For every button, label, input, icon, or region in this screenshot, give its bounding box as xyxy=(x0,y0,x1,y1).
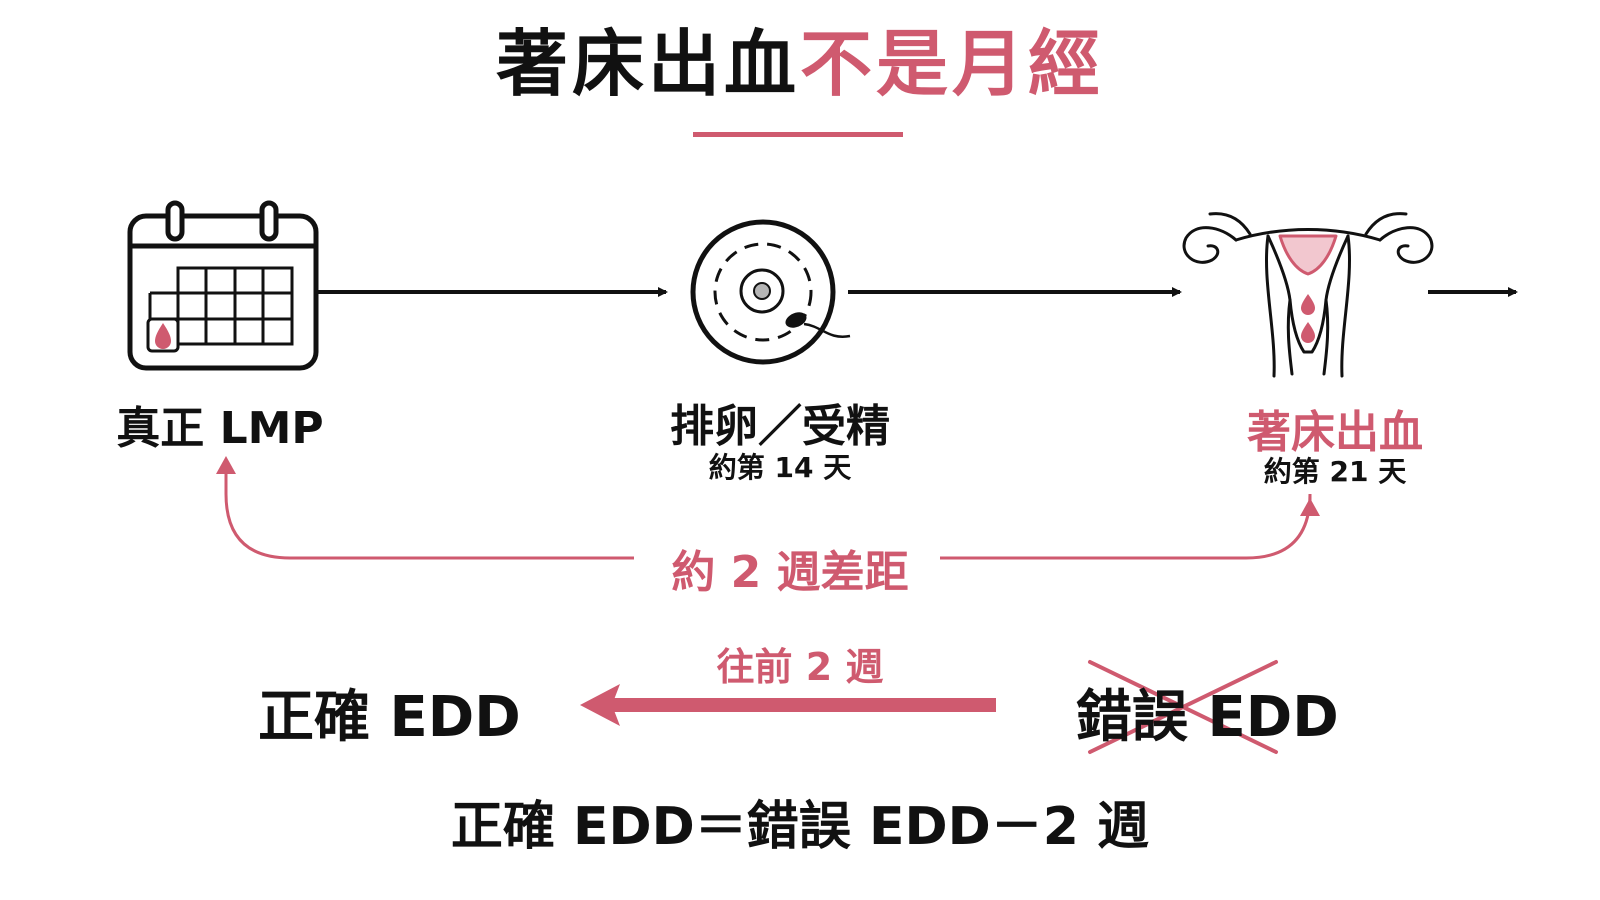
shift-label: 往前 2 週 xyxy=(716,645,884,689)
page-title: 著床出血不是月經 xyxy=(0,28,1600,100)
sublabel-ovulation-day: 約第 14 天 xyxy=(708,451,852,484)
label-true-lmp: 真正 LMP xyxy=(116,403,324,454)
label-implantation: 著床出血 xyxy=(1247,407,1423,458)
label-ovulation: 排卵／受精 xyxy=(670,401,890,452)
gap-label: 約 2 週差距 xyxy=(640,536,940,600)
shift-arrowhead xyxy=(580,684,620,726)
wrong-edd-label: 錯誤 EDD xyxy=(1076,685,1339,750)
sublabel-implantation-day: 約第 21 天 xyxy=(1263,455,1407,488)
title-accent: 不是月經 xyxy=(800,22,1105,106)
correct-edd-label: 正確 EDD xyxy=(258,685,521,750)
blood-drops xyxy=(1301,294,1315,343)
formula: 正確 EDD＝錯誤 EDD－2 週 xyxy=(450,797,1150,857)
gap-arrowhead-right xyxy=(1300,498,1320,516)
calendar-icon xyxy=(127,200,319,371)
uterus-icon xyxy=(1182,212,1434,378)
title-underline xyxy=(693,132,903,137)
egg-sperm-icon xyxy=(690,219,851,365)
shift-arrow-shaft xyxy=(606,698,996,712)
title-main: 著床出血 xyxy=(495,22,800,106)
cross-out-mark xyxy=(1088,660,1278,754)
gap-arrowhead-left xyxy=(216,456,236,474)
